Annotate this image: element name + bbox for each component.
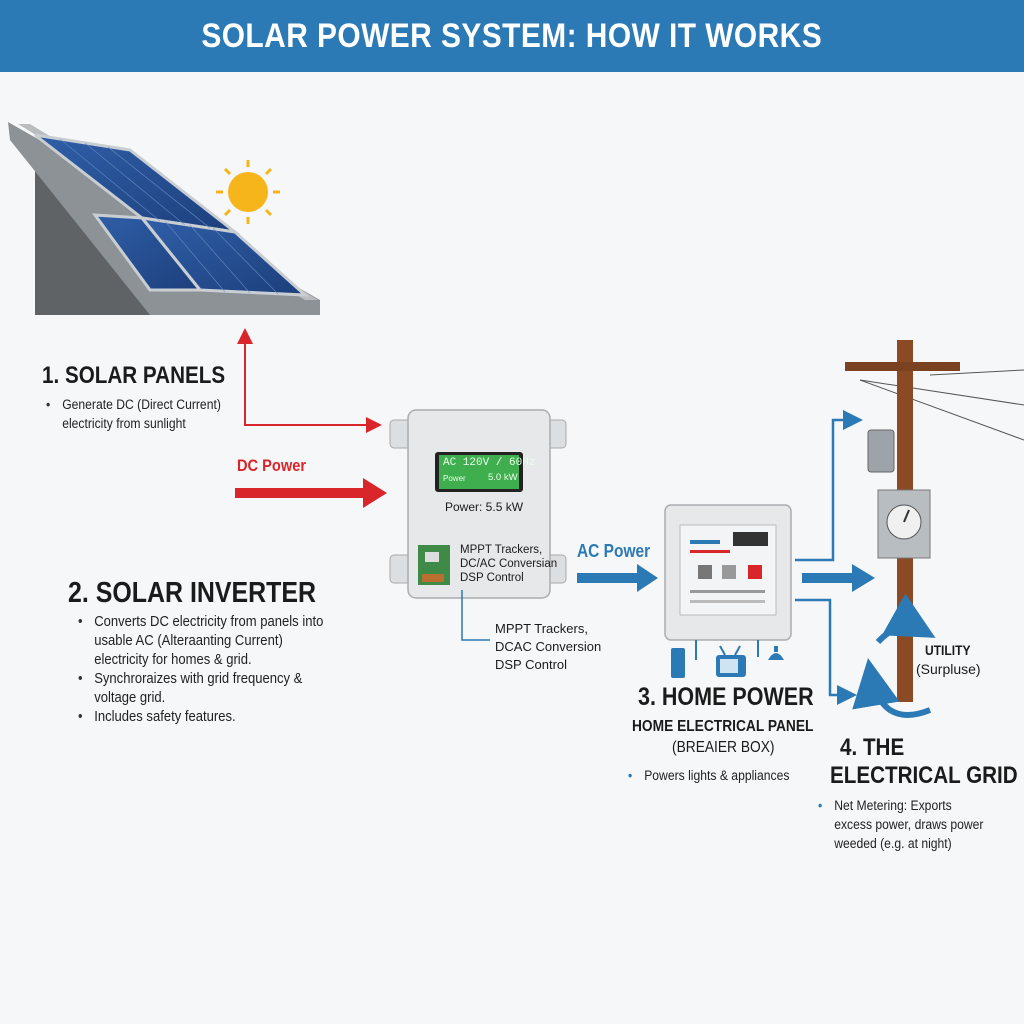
- home-power-title: 3. HOME POWER: [638, 683, 814, 711]
- dc-flow-line: [244, 335, 382, 433]
- fridge-icon: [671, 648, 685, 678]
- header-bar: SOLAR POWER SYSTEM: HOW IT WORKS: [0, 0, 1024, 72]
- board-text-line: DSP Control: [460, 572, 524, 584]
- inverter-bullets: Converts DC electricity from panels into…: [78, 613, 339, 727]
- cycle-arrow-top: [875, 593, 936, 645]
- inverter-power-readout: Power: 5.5 kW: [445, 500, 524, 514]
- bullet: Net Metering: Exports excess power, draw…: [818, 796, 989, 853]
- lcd-line2-label: Power: [443, 474, 466, 483]
- lamp-icon: [768, 653, 784, 660]
- bullet: Generate DC (Direct Current) electricity…: [46, 395, 253, 433]
- board-text-line: DC/AC Conversian: [460, 558, 558, 570]
- ac-power-label: AC Power: [577, 541, 651, 561]
- tv-icon: [716, 645, 746, 677]
- solar-panels-illustration: [8, 122, 320, 315]
- bullet: Converts DC electricity from panels into…: [78, 613, 339, 670]
- utility-sublabel: (Surpluse): [916, 661, 981, 677]
- grid-bullets: Net Metering: Exports excess power, draw…: [818, 796, 989, 853]
- ac-power-arrow: [577, 564, 658, 592]
- bullet: Includes safety features.: [78, 708, 339, 727]
- board-text-line: MPPT Trackers,: [460, 544, 543, 556]
- home-bullets: Powers lights & appliances: [628, 766, 789, 785]
- callout-line-text: DCAC Conversion: [495, 639, 602, 654]
- solar-panels-bullets: Generate DC (Direct Current) electricity…: [46, 395, 253, 433]
- callout-line-text: DSP Control: [495, 657, 568, 672]
- inverter-device: [389, 409, 567, 641]
- inverter-title: 2. SOLAR INVERTER: [68, 577, 317, 609]
- appliance-icons: [671, 640, 784, 678]
- grid-title-2: ELECTRICAL GRID: [830, 762, 1018, 789]
- lcd-line2-value: 5.0 kW: [488, 472, 518, 483]
- callout-line-text: MPPT Trackers,: [495, 621, 588, 636]
- sun-icon: [216, 160, 280, 224]
- breaker-panel: [664, 504, 792, 641]
- grid-title-1: 4. THE: [840, 734, 905, 761]
- dc-power-label: DC Power: [237, 456, 307, 475]
- callout-line: [461, 590, 490, 641]
- home-panel-subtitle2: (BREAIER BOX): [672, 739, 775, 756]
- dc-power-arrow: [235, 478, 387, 508]
- export-arrow: [802, 564, 875, 592]
- inverter-board-text: MPPT Trackers, DC/AC Conversian DSP Cont…: [460, 543, 557, 585]
- home-panel-subtitle: HOME ELECTRICAL PANEL: [632, 718, 814, 735]
- lcd-line1: AC 120V / 60Hz: [443, 457, 536, 469]
- page-title: SOLAR POWER SYSTEM: HOW IT WORKS: [201, 16, 823, 55]
- cycle-arrow-bottom: [852, 658, 932, 718]
- solar-panels-title: 1. SOLAR PANELS: [42, 362, 226, 389]
- bullet: Powers lights & appliances: [628, 766, 789, 785]
- inverter-callout: MPPT Trackers, DCAC Conversion DSP Contr…: [495, 620, 601, 674]
- utility-label: UTILITY: [925, 642, 971, 658]
- bullet: Synchroraizes with grid frequency & volt…: [78, 670, 339, 708]
